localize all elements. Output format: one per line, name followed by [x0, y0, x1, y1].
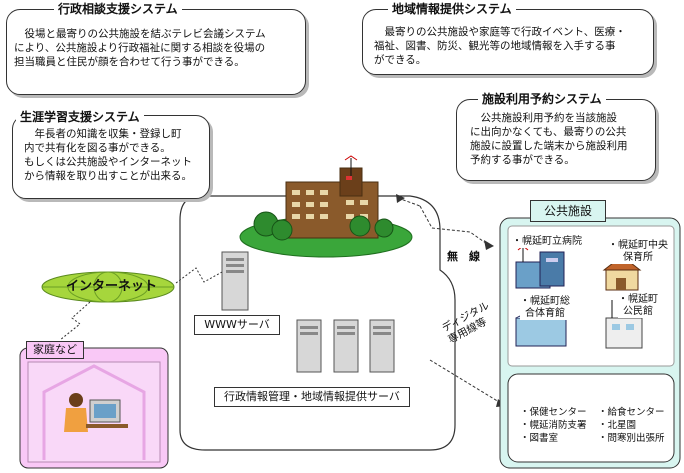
person-at-computer-icon — [64, 393, 128, 432]
other-facilities-right: ・給食センター ・北星園 ・問寒別出張所 — [598, 406, 665, 445]
facility-gymnasium: ・幌延町総 合体育館 — [520, 296, 570, 320]
facility-reservation-title: 施設利用予約システム — [478, 92, 606, 106]
admin-server-icons — [296, 319, 395, 373]
home-label: 家庭など — [26, 341, 84, 359]
other-facility-item: ・北星園 — [598, 420, 637, 431]
trees — [253, 211, 394, 241]
facility-reservation-box — [456, 99, 656, 181]
connector-globe-to-www — [175, 267, 223, 284]
facility-hospital: ・幌延町立病院 — [512, 236, 582, 248]
other-facility-item: ・図書室 — [520, 433, 559, 444]
public-facilities-title: 公共施設 — [530, 200, 606, 222]
hospital-icon — [515, 245, 565, 289]
other-facilities-box — [507, 373, 675, 463]
other-facility-item: ・給食センター — [598, 407, 665, 418]
admin-server-label: 行政情報管理・地域情報提供サーバ — [214, 387, 410, 407]
connector-digital-line — [429, 359, 505, 406]
admin-consultation-title: 行政相談支援システム — [54, 2, 182, 16]
www-server-label: WWWサーバ — [194, 315, 280, 335]
admin-consultation-box — [6, 9, 306, 95]
other-facility-item: ・幌延消防支署 — [520, 420, 587, 431]
connector-globe-to-home — [59, 301, 91, 341]
other-facility-item: ・保健センター — [520, 407, 587, 418]
globe-icon — [41, 271, 175, 303]
house-outline-icon — [42, 364, 146, 460]
other-facility-item: ・問寒別出張所 — [598, 433, 665, 444]
facility-reservation-body: 公共施設利用予約を当該施設 に出向かなくても、最寄りの公共 施設に設置した端末か… — [470, 112, 628, 166]
arrow-wireless — [484, 240, 494, 250]
lifelong-learning-title: 生涯学習支援システム — [16, 110, 144, 124]
facility-community-hall: ・幌延町 公民館 — [618, 294, 658, 318]
facility-nursery: ・幌延町中央 保育所 — [608, 240, 668, 264]
regional-info-title: 地域情報提供システム — [388, 2, 516, 16]
community-hall-icon — [605, 300, 643, 349]
arrow-wireless-back — [396, 194, 405, 203]
regional-info-body: 最寄りの公共施設や家庭等で行政イベント、医療・ 福祉、図書、防災、観光等の地域情… — [374, 26, 626, 66]
other-facilities-left: ・保健センター ・幌延消防支署 ・図書室 — [520, 406, 587, 445]
admin-consultation-body: 役場と最寄りの公共施設を結ぶテレビ会議システム により、公共施設より行政福祉に関… — [14, 28, 266, 68]
wireless-label: 無 線 — [447, 250, 480, 263]
connector-wireless — [397, 197, 491, 247]
antenna-icon — [344, 155, 358, 176]
internet-label: インターネット — [66, 279, 158, 294]
www-server-icon — [221, 251, 249, 311]
lifelong-learning-body: 年長者の知識を収集・登録し町 内で共有化を図る事ができる。 もしくは公共施設やイ… — [24, 128, 192, 182]
